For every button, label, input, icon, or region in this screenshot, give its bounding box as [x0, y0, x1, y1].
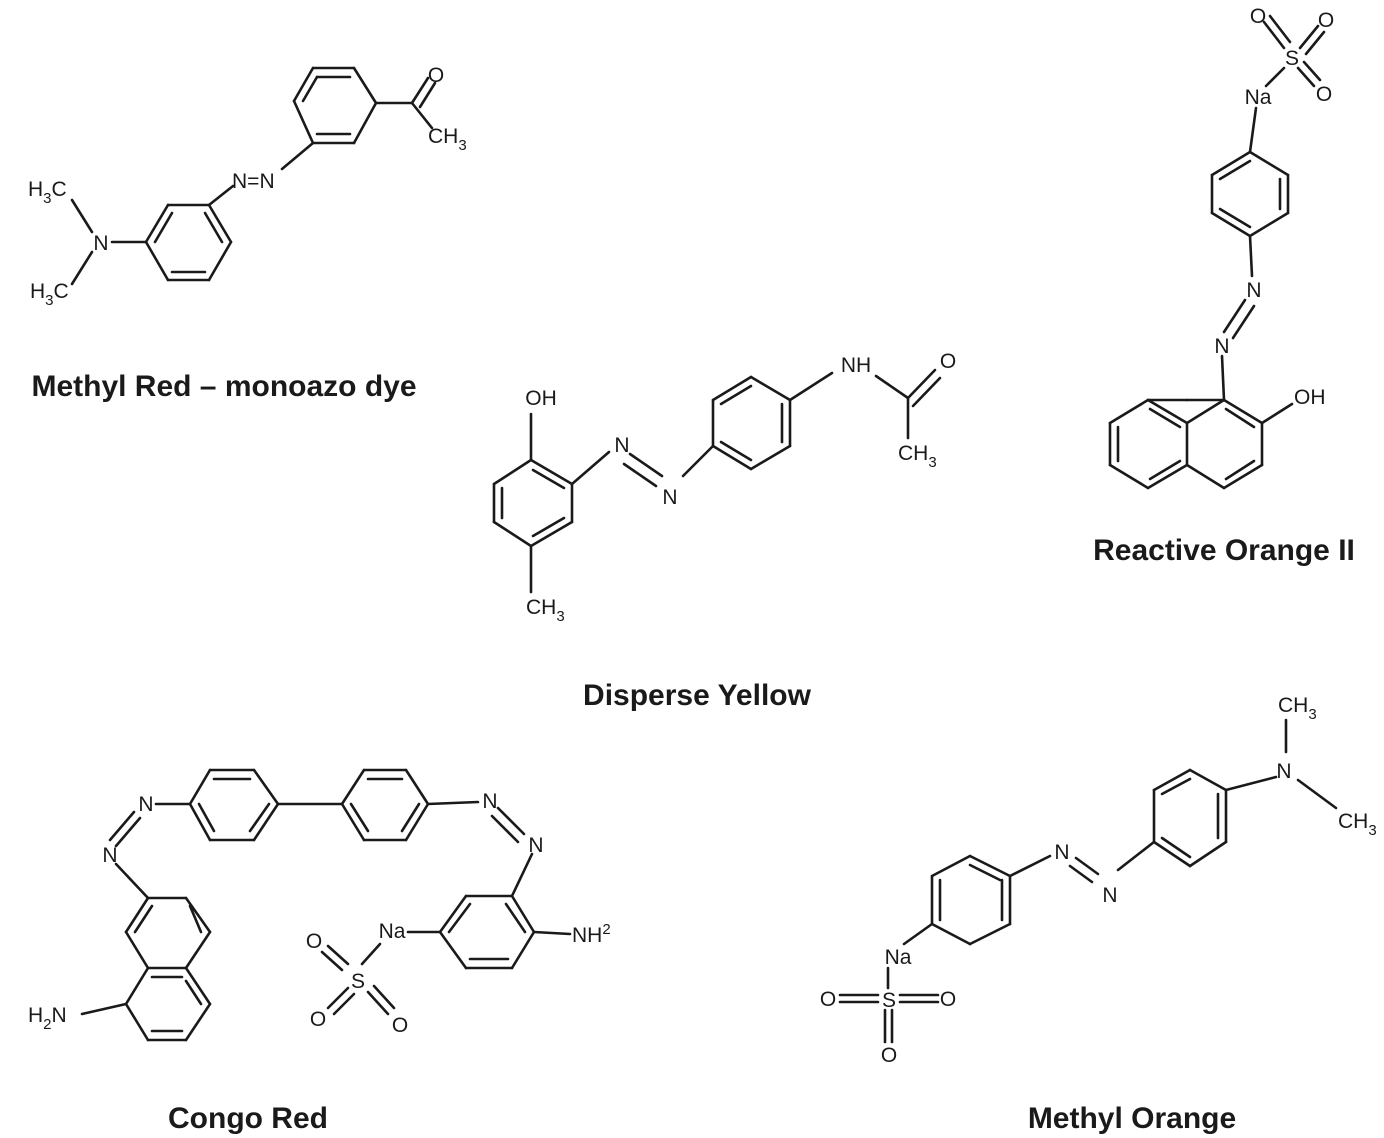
- mo-ch3-top: CH3: [1278, 694, 1317, 723]
- ro-hydroxyl: OH: [1294, 386, 1326, 409]
- cr-oxygen-1: O: [306, 930, 322, 953]
- dy-oxygen: O: [940, 350, 956, 373]
- ro-oxygen-1: O: [1250, 5, 1266, 28]
- mo-amine-nitrogen: N: [1276, 760, 1291, 783]
- methyl-red-caption: Methyl Red – monoazo dye: [31, 370, 416, 403]
- ro-azo-n2: N: [1214, 335, 1229, 358]
- dy-ch3-ring: CH3: [526, 596, 565, 625]
- ro-azo-n1: N: [1246, 279, 1261, 302]
- dy-azo-n2: N: [662, 486, 677, 509]
- dy-ch3-acetyl: CH3: [898, 442, 937, 471]
- cr-sulfur: S: [351, 970, 365, 993]
- reactive-orange-structure: O O S O Na N N OH Reactive Orange II: [1093, 5, 1355, 567]
- methyl-orange-structure: CH3 N CH3 N N Na O S O O Methyl Orange: [820, 694, 1377, 1135]
- mr-amine-nitrogen: N: [93, 232, 108, 255]
- mr-azo: N=N: [232, 170, 275, 193]
- disperse-yellow-structure: OH N N NH O CH3 CH3 Disperse Yellow: [492, 350, 956, 712]
- dy-azo-n1: N: [614, 434, 629, 457]
- cr-oxygen-3: O: [392, 1014, 408, 1037]
- mr-h3c-top: H3C: [28, 178, 67, 207]
- ro-oxygen-3: O: [1316, 83, 1332, 106]
- mr-h3c-bottom: H3C: [30, 280, 69, 309]
- mo-sulfur: S: [882, 989, 896, 1012]
- dy-hydroxyl: OH: [525, 387, 557, 410]
- methyl-red-structure: O CH3 N=N H3C N H3C Methyl Red – monoazo…: [28, 64, 467, 403]
- mo-azo-n1: N: [1054, 841, 1069, 864]
- reactive-orange-caption: Reactive Orange II: [1093, 534, 1355, 567]
- disperse-yellow-caption: Disperse Yellow: [583, 679, 812, 712]
- mo-oxygen-3: O: [881, 1044, 897, 1067]
- ro-sulfur: S: [1285, 47, 1299, 70]
- methyl-orange-caption: Methyl Orange: [1028, 1102, 1236, 1135]
- cr-azo-n4: N: [528, 834, 543, 857]
- cr-oxygen-2: O: [310, 1008, 326, 1031]
- congo-red-structure: N N N N H2N Na O S O O NH2 Congo Red: [28, 768, 611, 1135]
- mr-ch3: CH3: [428, 125, 467, 154]
- mr-oxygen: O: [428, 64, 444, 87]
- cr-azo-n3: N: [482, 790, 497, 813]
- cr-nh2: NH2: [572, 921, 611, 947]
- cr-azo-n1: N: [138, 793, 153, 816]
- cr-sodium: Na: [379, 920, 406, 943]
- mo-sodium: Na: [885, 946, 912, 969]
- congo-red-caption: Congo Red: [168, 1102, 328, 1135]
- mo-azo-n2: N: [1102, 884, 1117, 907]
- mo-oxygen-2: O: [940, 988, 956, 1011]
- ro-sodium: Na: [1245, 86, 1272, 109]
- dy-nh: NH: [841, 354, 871, 377]
- ro-oxygen-2: O: [1318, 9, 1334, 32]
- mo-ch3-right: CH3: [1338, 810, 1377, 839]
- cr-azo-n2: N: [102, 844, 117, 867]
- cr-h2n: H2N: [28, 1004, 67, 1033]
- mo-oxygen-1: O: [820, 988, 836, 1011]
